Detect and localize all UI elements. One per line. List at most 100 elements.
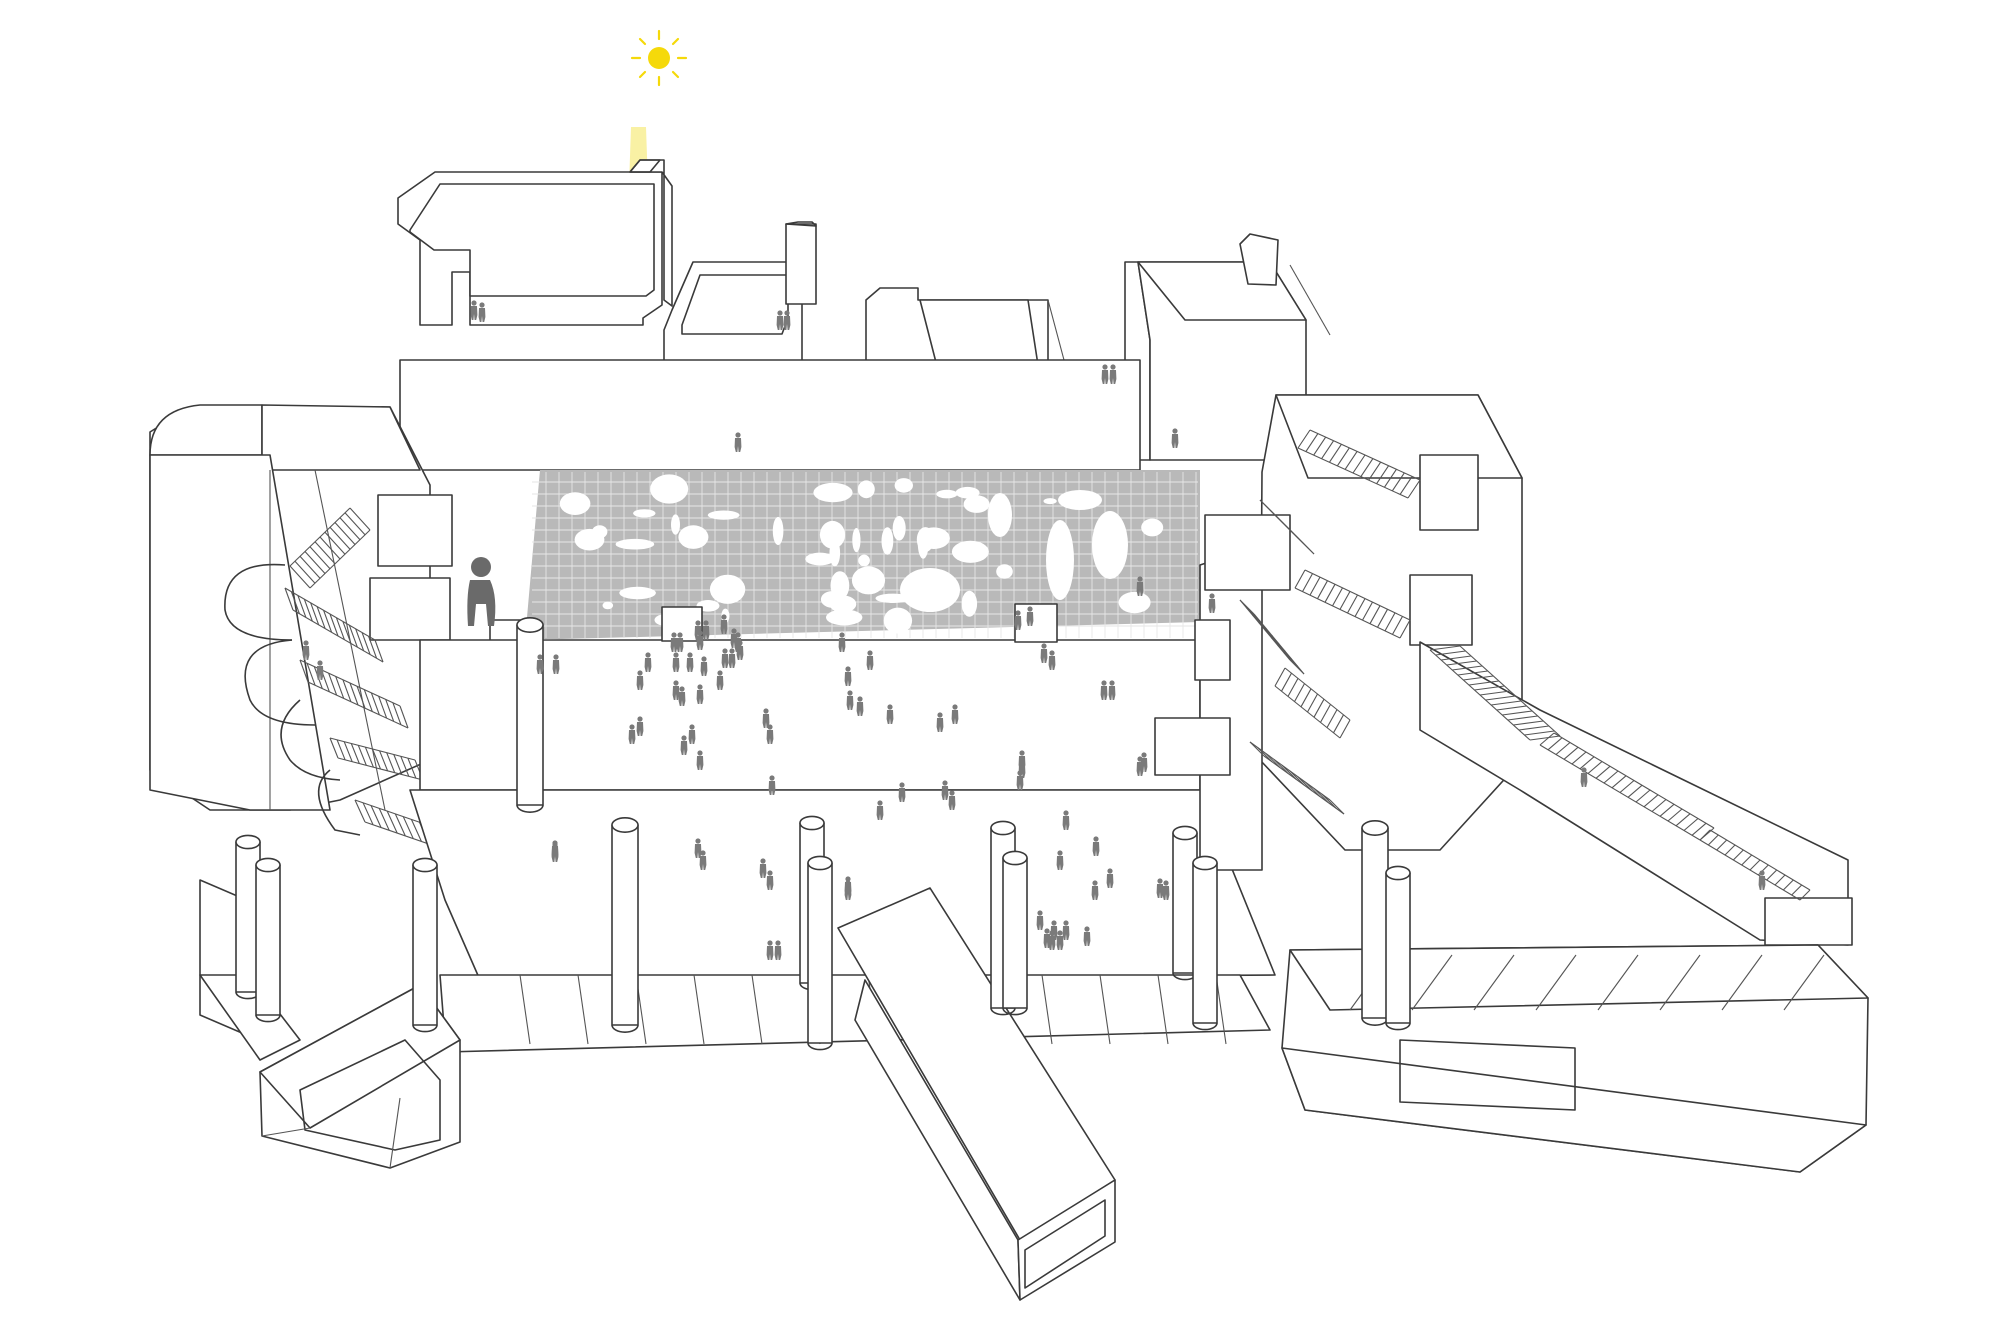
column (516, 617, 544, 813)
rooftop-rooms (397, 159, 1331, 471)
stair-tread (1799, 889, 1811, 901)
stair-tread (370, 692, 380, 716)
mural-highlight (857, 480, 875, 499)
person-silhouette-icon (759, 858, 767, 878)
stair-stringer (1274, 685, 1341, 739)
stair-stringer (309, 529, 371, 589)
person-silhouette-icon (552, 654, 560, 674)
stair-tread (393, 754, 403, 775)
stair-tread (1377, 609, 1388, 628)
person-silhouette-icon (1156, 878, 1164, 898)
stair-tread (1683, 818, 1699, 831)
stair-tread (297, 595, 307, 618)
mural-highlight (988, 493, 1012, 537)
person-silhouette-icon (762, 708, 770, 728)
person-silhouette-icon (844, 666, 852, 686)
stair-tread (1716, 839, 1728, 851)
stair-tread (328, 672, 338, 696)
glass-mullion (519, 974, 531, 1045)
person-silhouette-icon (720, 614, 728, 634)
person-silhouette-icon (941, 780, 949, 800)
person-silhouette-icon (678, 686, 686, 706)
stair-stringer (329, 737, 416, 761)
stair-tread (386, 752, 396, 773)
person-silhouette-icon (1040, 643, 1048, 663)
stair-tread (1555, 742, 1571, 755)
stair-tread (1309, 576, 1321, 596)
stair-stringer (1459, 645, 1561, 737)
stair-tread (385, 699, 395, 722)
person-silhouette-icon (536, 654, 544, 674)
person-silhouette-icon (1580, 767, 1588, 787)
mural-highlight (707, 510, 740, 520)
stair-tread (1741, 854, 1753, 866)
stair-stringer (1309, 429, 1421, 481)
stair-tread (1344, 451, 1358, 470)
stair-tread (1724, 844, 1736, 856)
panel-line (1721, 954, 1763, 1011)
stair-tread (1749, 859, 1761, 871)
stair-tread (299, 659, 309, 683)
person-silhouette-icon (1101, 364, 1109, 384)
panel-line (1535, 954, 1577, 1011)
stair-tread (392, 702, 402, 725)
mural-highlight (963, 495, 990, 513)
person-silhouette-icon (636, 670, 644, 690)
stair-tread (339, 517, 361, 541)
glass-mullion (1041, 974, 1053, 1045)
stair-tread (334, 522, 356, 545)
stair-tread (1300, 688, 1312, 708)
entrance-tunnel (837, 887, 1116, 1301)
stair-tread (1347, 594, 1358, 614)
person-silhouette-icon (1048, 650, 1056, 670)
stair-tread (1619, 780, 1635, 793)
mural-highlight (961, 590, 978, 617)
stair-tread (1529, 735, 1561, 741)
person-silhouette-icon (686, 652, 694, 672)
person-silhouette-icon (628, 724, 636, 744)
stair-tread (1383, 468, 1397, 488)
person-silhouette-icon (768, 775, 776, 795)
stair-tread (1376, 465, 1390, 485)
glass-mullion (751, 974, 763, 1045)
stair-tread (1313, 436, 1327, 456)
mural-highlight (772, 516, 784, 546)
stair-tread (1360, 458, 1374, 477)
stair-tread (354, 799, 366, 823)
stair-stringer (1239, 599, 1291, 661)
stair-tread (1667, 808, 1683, 822)
person-silhouette-icon (1758, 870, 1766, 890)
mural-highlight (602, 601, 614, 610)
person-silhouette-icon (694, 838, 702, 858)
mural-highlight (678, 525, 709, 549)
stair-tread (309, 546, 331, 570)
mural-wall (525, 470, 1200, 643)
column (255, 857, 281, 1023)
stair-tread (1518, 725, 1549, 731)
mural-highlight (951, 540, 989, 563)
glass-mullion (1157, 974, 1169, 1045)
glass-mullion (577, 974, 589, 1045)
person-silhouette-icon (1171, 428, 1179, 448)
person-silhouette-icon (1106, 868, 1114, 888)
stair-tread (329, 613, 339, 637)
stair-tread (1457, 670, 1488, 676)
stair-tread (1463, 675, 1494, 681)
stair-tread (1774, 874, 1786, 886)
stair-tread (1539, 732, 1555, 746)
person-silhouette-icon (696, 630, 704, 650)
person-silhouette-icon (1062, 810, 1070, 830)
glass-mullion (1099, 974, 1111, 1045)
mural-highlight (1058, 490, 1102, 510)
mural-highlight (1092, 511, 1128, 579)
stair-tread (400, 756, 410, 777)
person-silhouette-icon (478, 302, 486, 322)
stair-tread (361, 632, 371, 655)
stair-tread (1294, 569, 1306, 589)
person-silhouette-icon (951, 704, 959, 724)
person-silhouette-icon (948, 790, 956, 810)
stair-tread (1791, 884, 1803, 896)
stair-stringer (1284, 667, 1351, 721)
person-silhouette-icon (467, 557, 496, 626)
person-silhouette-icon (672, 652, 680, 672)
